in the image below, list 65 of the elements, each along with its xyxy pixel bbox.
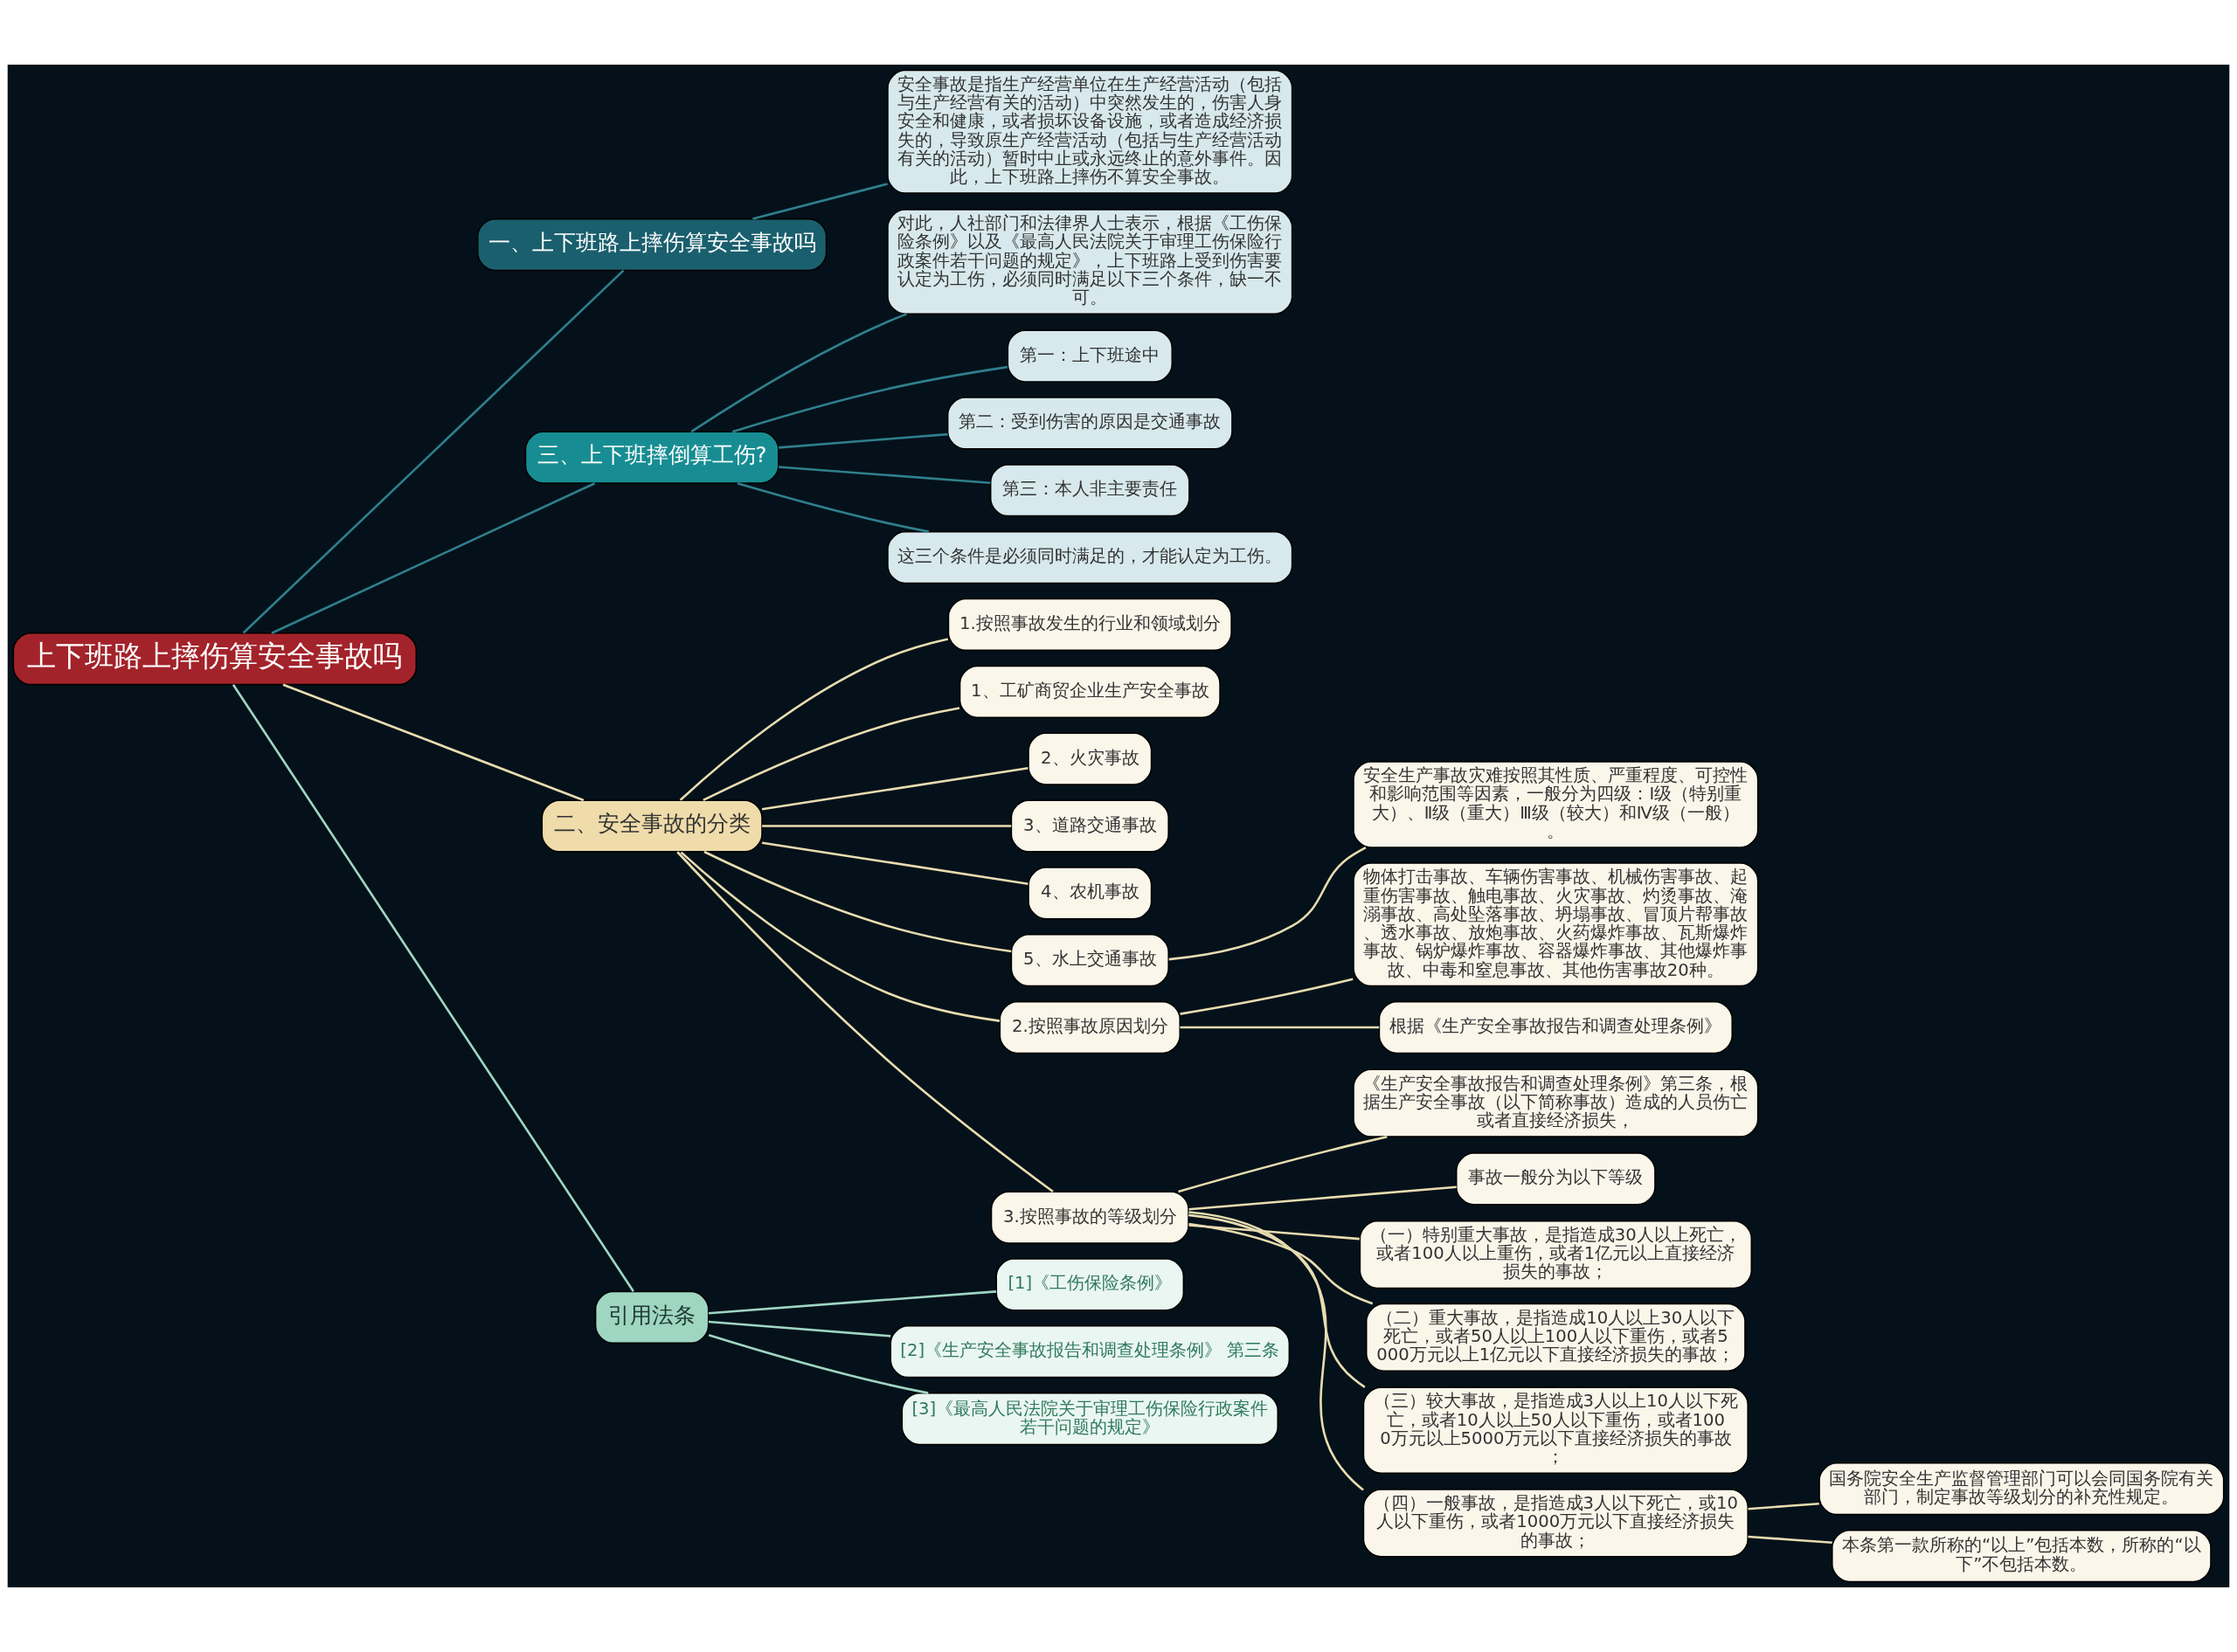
node-box: （一）特别重大事故，是指造成30人以上死亡，或者100人以上重伤，或者1亿元以上直接经济损失的事故； [1359,1220,1753,1289]
connector [232,684,634,1292]
node-box: 2.按照事故原因划分 [999,1000,1181,1054]
node-box: 二、安全事故的分类 [541,799,763,853]
node-box: 安全生产事故灾难按照其性质、严重程度、可控性和影响范围等因素，一般分为四级：Ⅰ级（特别重大）、Ⅱ级（重大）Ⅲ级（较大）和Ⅳ级（一般）。 [1353,761,1759,848]
connector [737,482,930,533]
node-box: （三）较大事故，是指造成3人以上10人以下死亡，或者10人以上50人以下重伤，或者1000万元以上5000万元以下直接经济损失的事故； [1362,1386,1749,1474]
connector [1188,1224,1360,1241]
connector [271,482,596,634]
connector [676,851,1054,1193]
connector [761,841,1028,885]
node-box: [3]《最高人民法院关于审理工伤保险行政案件若干问题的规定》 [901,1392,1279,1446]
connector [708,1320,891,1337]
node-box: 本条第一款所称的“以上”包括本数，所称的“以下”不包括本数。 [1831,1529,2212,1583]
node-box: 2、火灾事故 [1028,732,1153,785]
connector [1188,1213,1366,1388]
node-box: 这三个条件是必须同时满足的，才能认定为工伤。 [887,530,1293,584]
node-box: 上下班路上摔伤算安全事故吗 [12,632,418,686]
node-box: 1.按照事故发生的行业和领域划分 [947,598,1232,652]
node-box: 三、上下班摔倒算工伤? [524,431,779,484]
node-box: 物体打击事故、车辆伤害事故、机械伤害事故、起重伤害事故、触电事故、火灾事故、灼烫事故、淹溺事故、高处坠落事故、坍塌事故、冒顶片帮事故、透水事故、放炮事故、火药爆炸事故、瓦斯爆炸事故、锅炉爆炸事故、容器爆炸事故、其他爆炸事故、中毒和窒息事故、其他伤害事故20种。 [1353,862,1759,987]
node-box: 3、道路交通事故 [1010,799,1170,853]
connector [1168,847,1367,961]
node-box: 5、水上交通事故 [1010,933,1170,987]
node-box: 事故一般分为以下等级 [1455,1152,1656,1206]
node-box: 3.按照事故的等级划分 [990,1191,1189,1244]
connector [1178,1135,1388,1193]
node-box: 对此，人社部门和法律界人士表示，根据《工伤保险条例》以及《最高人民法院关于审理工伤保险行政案件若干问题的规定》，上下班路上受到伤害要认定为工伤，必须同时满足以下三个条件，缺一不可。 [887,209,1293,315]
connector [242,269,625,634]
node-box: 1、工矿商贸企业生产安全事故 [959,665,1221,719]
node-box: （二）重大事故，是指造成10人以上30人以下死亡，或者50人以上100人以下重伤，或者5000万元以上1亿元以下直接经济损失的事故； [1365,1303,1746,1372]
node-box: 安全事故是指生产经营单位在生产经营活动（包括与生产经营有关的活动）中突然发生的，伤害人身安全和健康，或者损坏设备设施，或者造成经济损失的，导致原生产经营活动（包括与生产经营活动有关的活动）暂时中止或永远终止的意外事件。因此，上下班路上摔伤不算安全事故。 [887,69,1293,194]
node-box: 一、上下班路上摔伤算安全事故吗 [476,218,828,272]
connector [1180,978,1354,1015]
connector [708,1334,929,1394]
connector [1748,1502,1819,1510]
node-box: 《生产安全事故报告和调查处理条例》第三条，根据生产安全事故（以下简称事故）造成的人员伤亡或者直接经济损失， [1353,1068,1759,1137]
connector [680,851,1001,1022]
node-box: （四）一般事故，是指造成3人以下死亡，或10人以下重伤，或者1000万元以下直接经济损失的事故； [1362,1489,1749,1558]
connector [1748,1535,1832,1545]
connector [779,432,948,449]
connector [1180,1026,1380,1029]
connector [1188,1185,1457,1211]
connector [731,365,1008,433]
node-box: [1]《工伤保险条例》 [995,1258,1185,1311]
connector [761,767,1028,811]
node-box: 国务院安全生产监督管理部门可以会同国务院有关部门，制定事故等级划分的补充性规定。 [1818,1462,2225,1516]
node-box: 第二：受到伤害的原因是交通事故 [946,397,1233,450]
node-box: 引用法条 [594,1290,710,1344]
connector [679,638,949,801]
connector [1188,1222,1374,1305]
connector [1188,1211,1364,1491]
connector [762,825,1012,827]
connector [708,1290,997,1315]
connector [703,707,960,802]
node-box: 第一：上下班途中 [1007,329,1174,383]
connector [703,850,1012,953]
node-box: 根据《生产安全事故报告和调查处理条例》 [1378,1000,1734,1054]
connector [282,683,585,802]
connector [690,313,908,433]
node-box: 4、农机事故 [1028,867,1153,920]
connector [752,183,888,220]
node-box: [2]《生产安全事故报告和调查处理条例》 第三条 [890,1324,1291,1379]
node-box: 第三：本人非主要责任 [989,464,1190,517]
connector [779,466,991,485]
